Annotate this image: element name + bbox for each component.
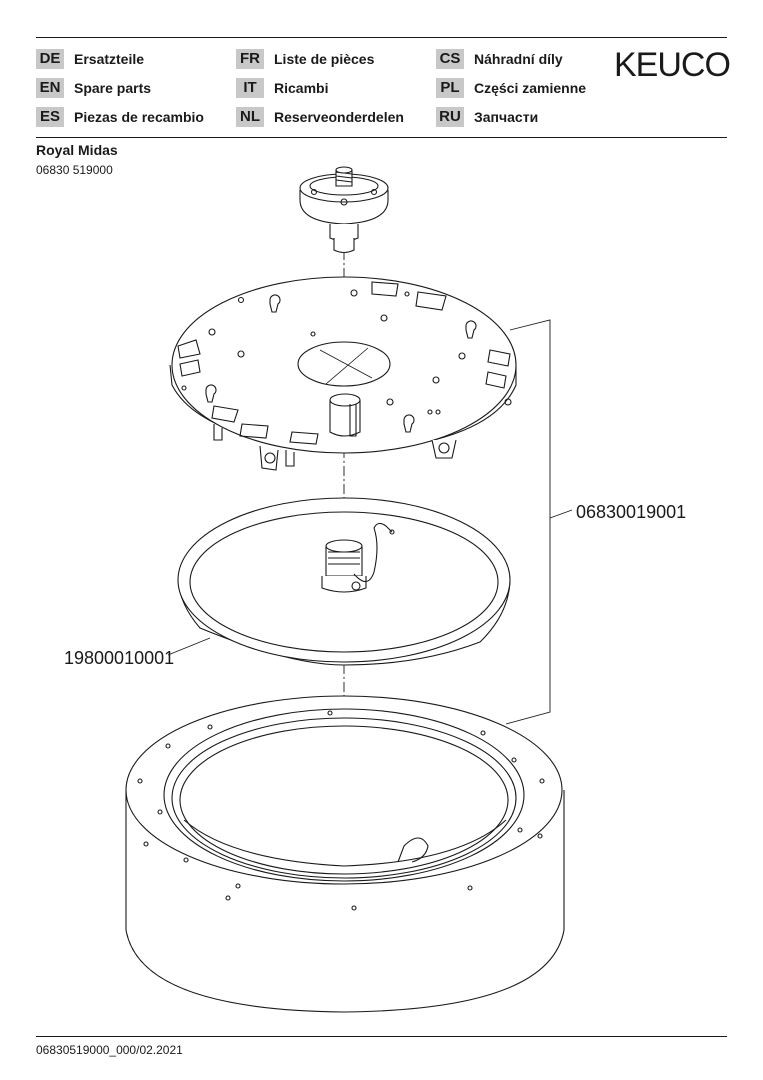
lang-row-fr: FR Liste de pièces: [236, 49, 374, 69]
lang-row-es: ES Piezas de recambio: [36, 107, 204, 127]
lang-label: Náhradní díly: [474, 51, 563, 67]
lang-label: Reserveonderdelen: [274, 109, 404, 125]
top-rule: [36, 37, 727, 38]
part-number-06830019001: 06830019001: [576, 502, 687, 522]
lang-row-en: EN Spare parts: [36, 78, 151, 98]
leader-line-06830019001: [505, 319, 551, 725]
lang-label: Ricambi: [274, 80, 329, 96]
keuco-logo: KEUCO: [614, 46, 731, 84]
mounting-plate: [169, 276, 517, 471]
lang-label: Spare parts: [74, 80, 152, 96]
lang-code: FR: [236, 49, 264, 69]
lang-code: NL: [236, 107, 264, 127]
housing-ring: [125, 695, 565, 1013]
lang-label: Ersatzteile: [74, 51, 145, 67]
lang-row-nl: NL Reserveonderdelen: [236, 107, 404, 127]
product-number: 06830 519000: [36, 163, 113, 177]
leader-line-06830019001-tick: [549, 509, 573, 519]
document-id: 06830519000_000/02.2021: [36, 1043, 183, 1057]
lang-code: ES: [36, 107, 64, 127]
product-name: Royal Midas: [36, 142, 118, 158]
lang-row-it: IT Ricambi: [236, 78, 328, 98]
adapter-part: [299, 166, 389, 254]
lang-label: Запчасти: [474, 109, 539, 125]
leader-line-19800010001: [167, 637, 211, 656]
lang-row-de: DE Ersatzteile: [36, 49, 144, 69]
lang-label: Piezas de recambio: [74, 109, 204, 125]
lang-row-cs: CS Náhradní díly: [436, 49, 563, 69]
header-rule: [36, 137, 727, 138]
lang-code: IT: [236, 78, 264, 98]
lang-code: DE: [36, 49, 64, 69]
footer-rule: [36, 1036, 727, 1037]
lang-label: Liste de pièces: [274, 51, 375, 67]
lang-code: RU: [436, 107, 464, 127]
lang-label: Części zamienne: [474, 80, 587, 96]
lang-code: CS: [436, 49, 464, 69]
lang-code: PL: [436, 78, 464, 98]
part-number-19800010001: 19800010001: [64, 648, 175, 668]
lang-code: EN: [36, 78, 64, 98]
lang-row-pl: PL Części zamienne: [436, 78, 586, 98]
lang-row-ru: RU Запчасти: [436, 107, 538, 127]
diffuser-disc: [177, 497, 511, 666]
